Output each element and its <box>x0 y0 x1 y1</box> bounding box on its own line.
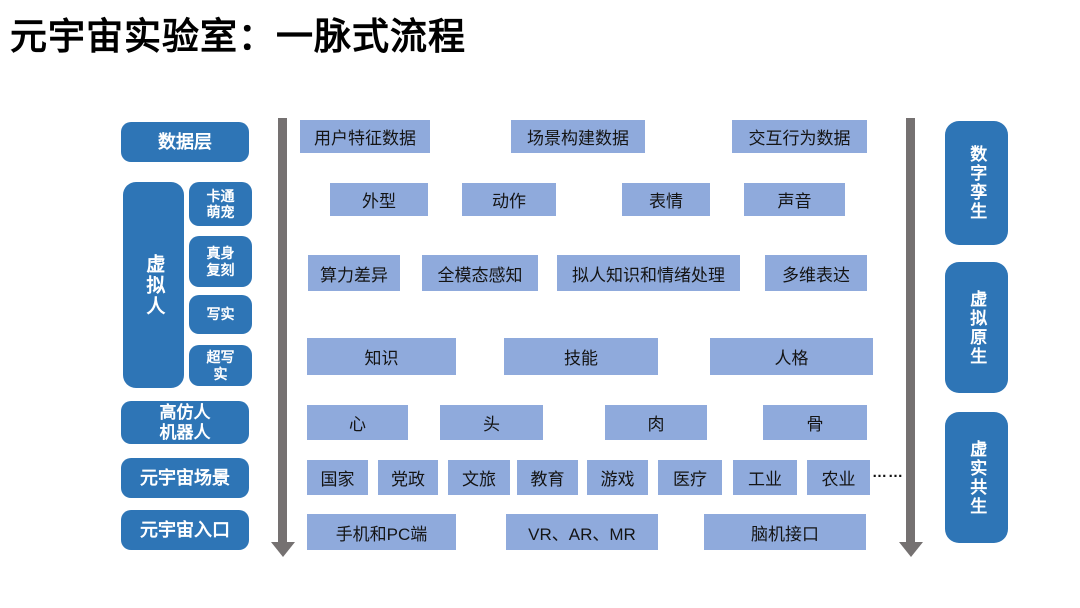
down-arrow-left-icon <box>278 118 287 542</box>
flow-box-appearance: 外型 <box>330 183 428 216</box>
page-title: 元宇宙实验室：一脉式流程 <box>10 16 466 57</box>
flow-box-heart: 心 <box>307 405 408 440</box>
flow-box-knowledge: 知识 <box>307 338 456 375</box>
right-box-virtual-real-symbiosis: 虚实共生 <box>945 412 1008 543</box>
flow-box-multidimensional-expression: 多维表达 <box>765 255 867 291</box>
flow-box-expression: 表情 <box>622 183 710 216</box>
virtual-human-type-real-replica: 真身 复刻 <box>189 236 252 287</box>
flow-box-culture-tourism: 文旅 <box>448 460 510 495</box>
flow-box-user-feature-data: 用户特征数据 <box>300 120 430 153</box>
flow-box-scene-construction-data: 场景构建数据 <box>511 120 645 153</box>
flow-box-medical: 医疗 <box>658 460 722 495</box>
industries-ellipsis: …… <box>872 464 904 481</box>
left-box-data-layer: 数据层 <box>121 122 249 162</box>
flow-box-head: 头 <box>440 405 543 440</box>
flow-box-personality: 人格 <box>710 338 873 375</box>
flow-box-agriculture: 农业 <box>807 460 870 495</box>
down-arrow-right-icon <box>906 118 915 542</box>
flow-box-party-government: 党政 <box>378 460 438 495</box>
left-box-metaverse-scene: 元宇宙场景 <box>121 458 249 498</box>
virtual-human-type-realistic: 写实 <box>189 295 252 334</box>
flow-box-interaction-behavior-data: 交互行为数据 <box>732 120 867 153</box>
flow-box-vr-ar-mr: VR、AR、MR <box>506 514 658 550</box>
right-box-virtual-native: 虚拟原生 <box>945 262 1008 393</box>
flow-box-gaming: 游戏 <box>587 460 648 495</box>
flow-box-computing-difference: 算力差异 <box>308 255 400 291</box>
right-box-digital-twin: 数字孪生 <box>945 121 1008 245</box>
flow-box-mobile-pc: 手机和PC端 <box>307 514 456 550</box>
flow-box-brain-computer-interface: 脑机接口 <box>704 514 866 550</box>
flow-box-multimodal-perception: 全模态感知 <box>422 255 538 291</box>
flow-box-bone: 骨 <box>763 405 867 440</box>
flow-box-voice: 声音 <box>744 183 845 216</box>
flow-box-industry: 工业 <box>733 460 797 495</box>
flow-box-education: 教育 <box>517 460 578 495</box>
flow-box-motion: 动作 <box>462 183 556 216</box>
virtual-human-type-hyperrealistic: 超写 实 <box>189 345 252 386</box>
flow-box-flesh: 肉 <box>605 405 707 440</box>
flow-box-skill: 技能 <box>504 338 658 375</box>
flow-box-nation: 国家 <box>307 460 368 495</box>
virtual-human-type-cartoon-pet: 卡通 萌宠 <box>189 182 252 226</box>
left-box-humanoid-robot: 高仿人 机器人 <box>121 401 249 444</box>
left-box-metaverse-entrance: 元宇宙入口 <box>121 510 249 550</box>
flow-box-knowledge-emotion-processing: 拟人知识和情绪处理 <box>557 255 740 291</box>
left-box-virtual-human: 虚拟人 <box>123 182 184 388</box>
